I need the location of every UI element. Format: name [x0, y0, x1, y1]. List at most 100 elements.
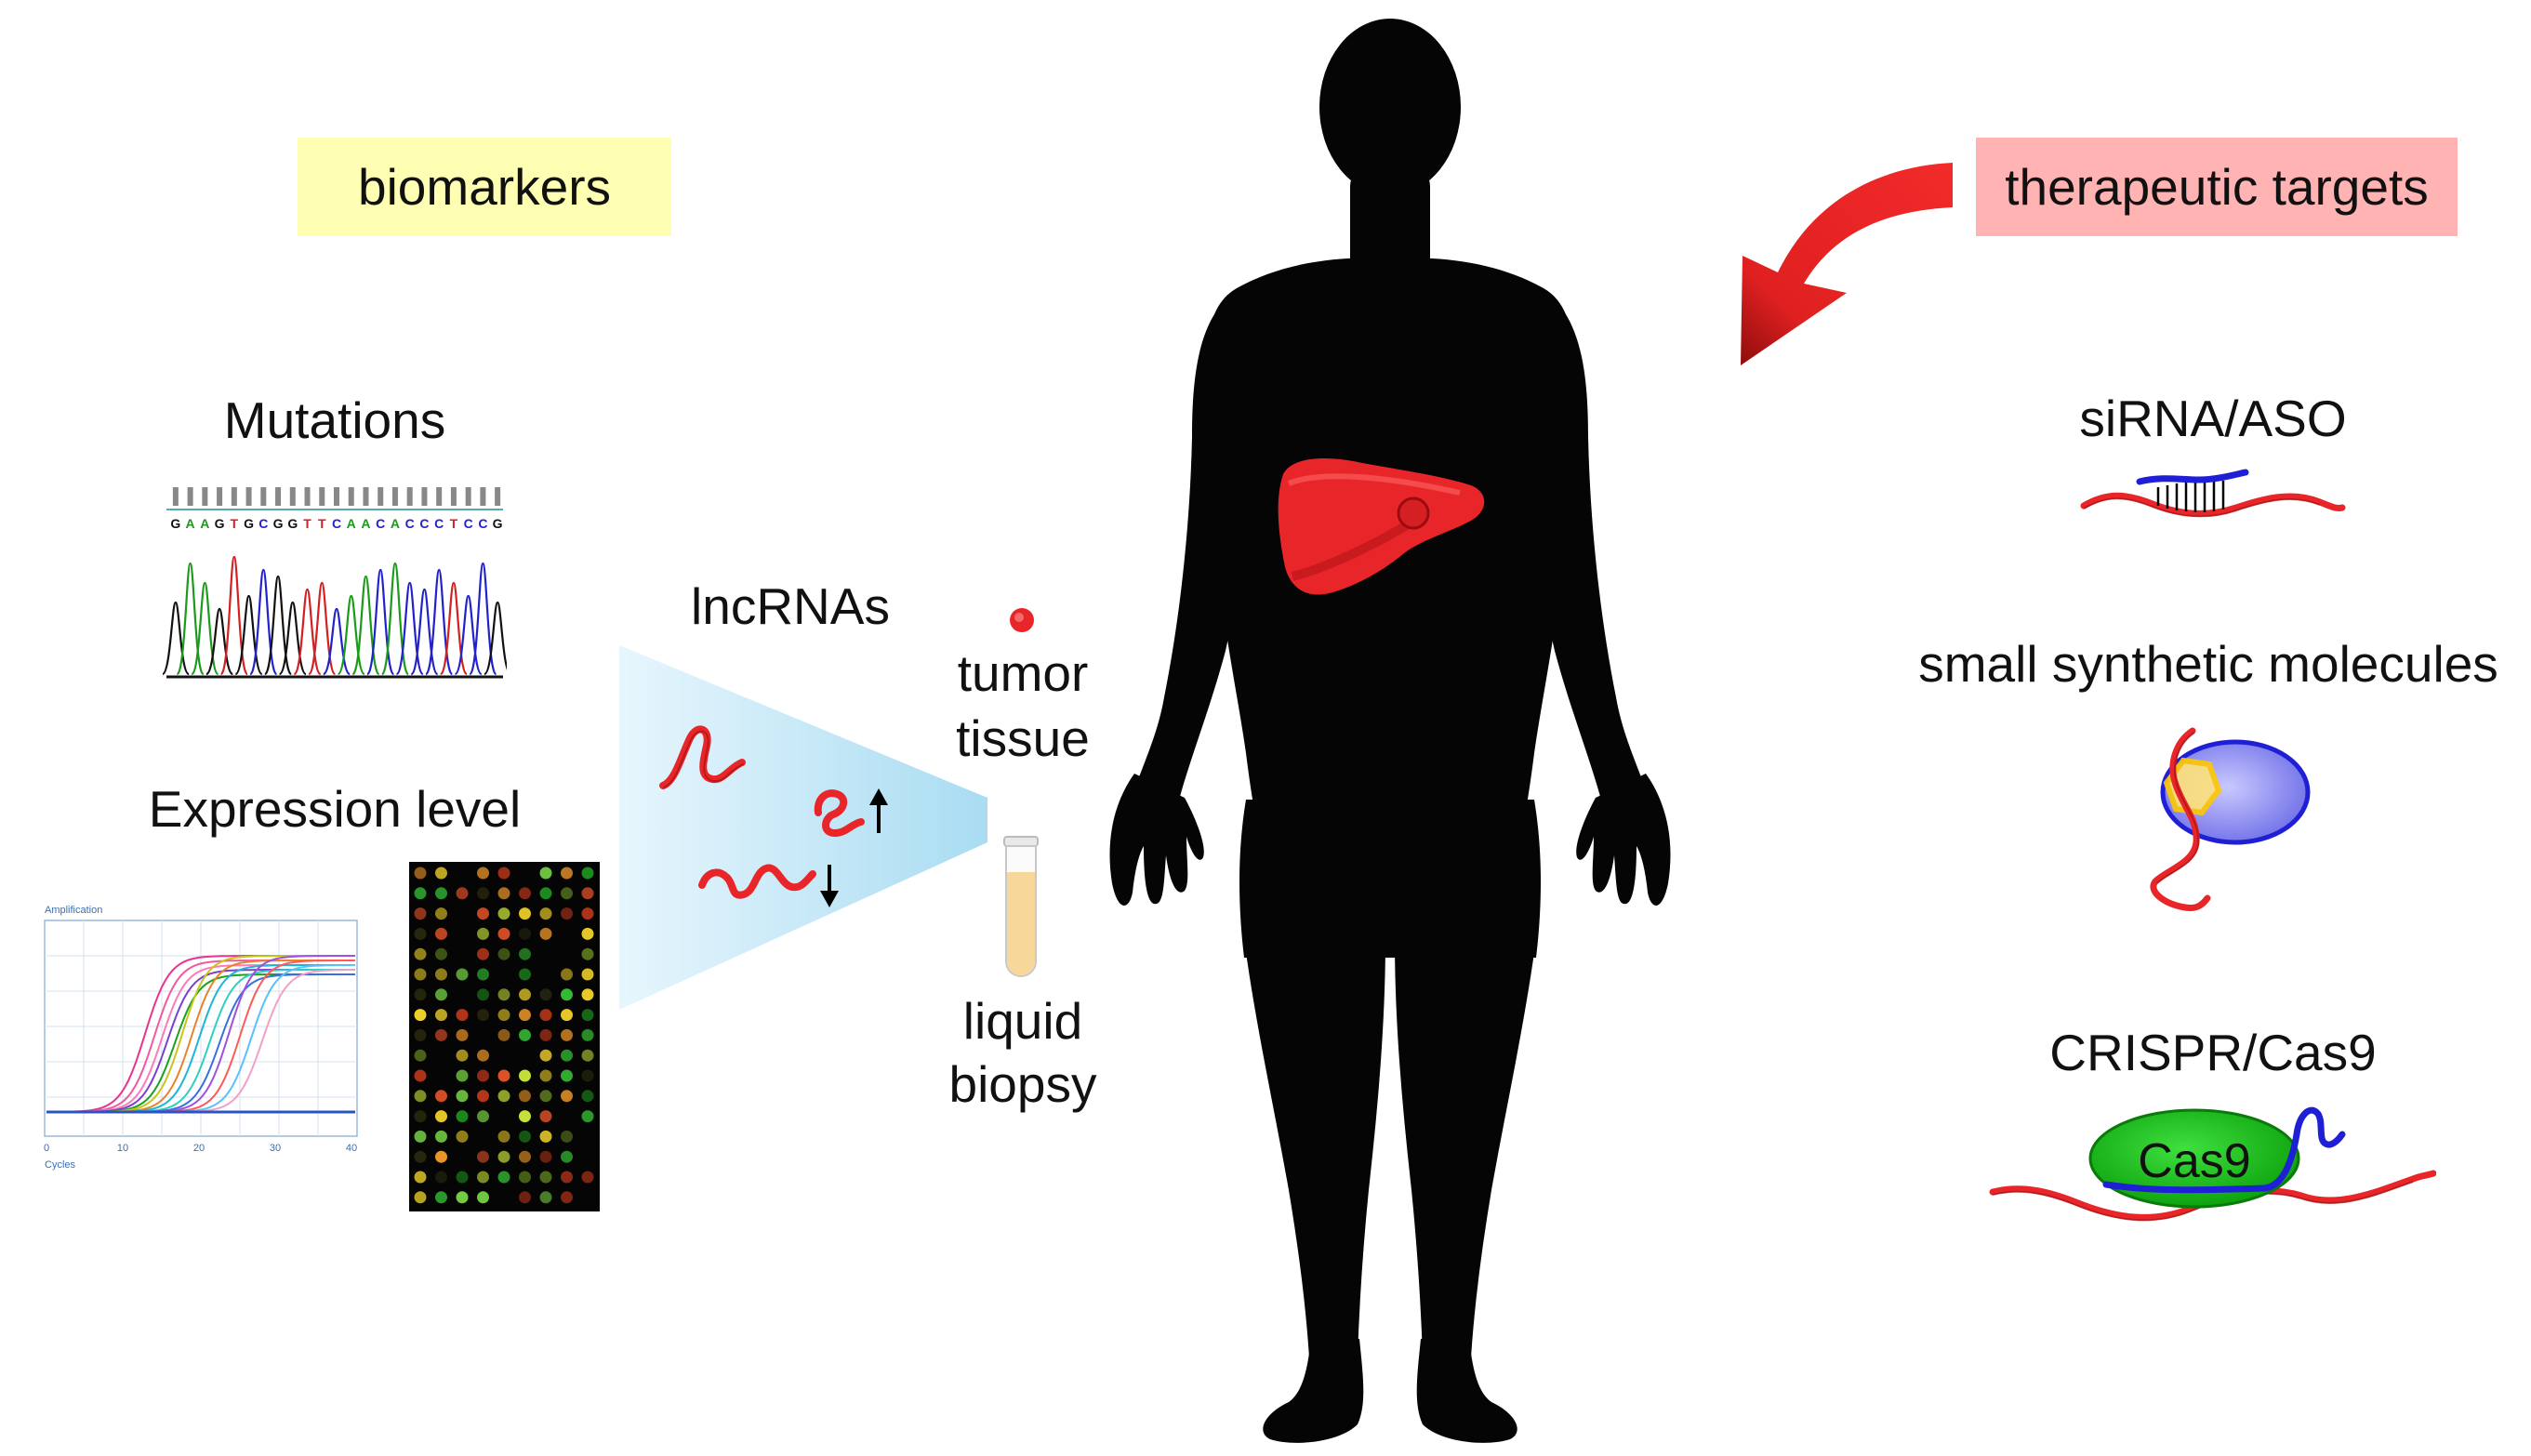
- microarray-spot: [561, 1191, 573, 1204]
- microarray-spot: [456, 887, 469, 900]
- microarray-spot: [561, 1009, 573, 1022]
- microarray-spot: [435, 1150, 447, 1163]
- chromatogram-tick: [436, 487, 443, 506]
- sequence-base: C: [434, 516, 444, 531]
- microarray-spot: [477, 1171, 489, 1184]
- microarray-spot: [414, 1069, 427, 1082]
- microarray-spot: [414, 887, 427, 900]
- qpcr-tick-label: 40: [346, 1143, 357, 1154]
- tumor-tissue-line-2: tissue: [956, 709, 1090, 767]
- microarray-spot: [561, 1049, 573, 1062]
- microarray-spot: [539, 867, 552, 880]
- microarray-spot: [435, 988, 447, 1001]
- chromatogram-tick: [245, 487, 252, 506]
- sequence-base: G: [273, 516, 284, 531]
- microarray-spot: [539, 1150, 552, 1163]
- liquid-biopsy-line-1: liquid: [962, 992, 1083, 1050]
- microarray-spot: [435, 1090, 447, 1103]
- microarray-spot: [477, 1090, 489, 1103]
- chromatogram-tick: [275, 487, 282, 506]
- microarray-spot: [561, 1069, 573, 1082]
- chromatogram-tick: [260, 487, 267, 506]
- microarray-spot: [519, 1150, 531, 1163]
- microarray-spot: [561, 1130, 573, 1143]
- chromatogram-tick: [187, 487, 193, 506]
- microarray-spot: [477, 1191, 489, 1204]
- microarray-spot: [539, 1028, 552, 1041]
- microarray-spot: [539, 1009, 552, 1022]
- chromatogram-peak: [176, 562, 205, 676]
- microarray-spot: [539, 1191, 552, 1204]
- microarray-spot: [561, 887, 573, 900]
- microarray-spot: [435, 1009, 447, 1022]
- chromatogram-tick: [391, 487, 398, 506]
- microarray-spot: [561, 1171, 573, 1184]
- chromatogram-tick: [378, 487, 384, 506]
- microarray-spot: [561, 1090, 573, 1103]
- sequence-base: A: [200, 516, 209, 531]
- microarray-spot: [519, 907, 531, 920]
- microarray-spot: [539, 887, 552, 900]
- microarray-spot: [456, 1110, 469, 1123]
- microarray-spot: [497, 907, 510, 920]
- microarray-spot: [414, 968, 427, 981]
- microarray-spot: [477, 1110, 489, 1123]
- chromatogram-peak: [163, 601, 191, 676]
- microarray-spot: [561, 988, 573, 1001]
- lncrnas-title: lncRNAs: [691, 577, 890, 635]
- chromatogram-tick: [480, 487, 486, 506]
- sequence-base: C: [332, 516, 341, 531]
- microarray-spot: [414, 927, 427, 940]
- qpcr-tick-label: 10: [117, 1143, 128, 1154]
- qpcr-title: Amplification: [45, 905, 102, 916]
- microarray-spot: [477, 867, 489, 880]
- sirna-aso-icon: [2080, 469, 2346, 518]
- sequence-base: G: [287, 516, 298, 531]
- microarray-spot: [581, 1009, 594, 1022]
- microarray-spot: [435, 947, 447, 960]
- chromatogram-tick: [421, 487, 428, 506]
- microarray-spot: [519, 1110, 531, 1123]
- microarray-spot: [456, 1049, 469, 1062]
- microarray-spot: [561, 968, 573, 981]
- expression-title: Expression level: [148, 780, 522, 838]
- microarray-spot: [456, 968, 469, 981]
- microarray-spot: [539, 927, 552, 940]
- microarray-spot: [519, 1028, 531, 1041]
- microarray-spot: [561, 1028, 573, 1041]
- microarray-spot: [435, 867, 447, 880]
- chromatogram-tick: [363, 487, 369, 506]
- microarray-spot: [435, 1130, 447, 1143]
- sirna-aso-title: siRNA/ASO: [2079, 390, 2347, 447]
- microarray-spot: [561, 907, 573, 920]
- microarray-spot: [519, 988, 531, 1001]
- curved-arrow-icon: [1741, 163, 1953, 365]
- microarray-spot: [456, 1191, 469, 1204]
- microarray-spot: [519, 1090, 531, 1103]
- microarray-spot: [456, 1009, 469, 1022]
- microarray-spot: [539, 1130, 552, 1143]
- microarray-spot: [581, 1110, 594, 1123]
- microarray-spot: [519, 1130, 531, 1143]
- microarray-spot: [414, 1171, 427, 1184]
- lncrna-cone: [619, 645, 987, 1010]
- microarray-spot: [539, 907, 552, 920]
- qpcr-tick-label: 20: [193, 1143, 205, 1154]
- liver-icon: [1278, 458, 1485, 595]
- chromatogram-tick: [450, 487, 457, 506]
- sequence-base: T: [303, 516, 311, 531]
- microarray-spot: [414, 1110, 427, 1123]
- microarray-spot: [539, 1110, 552, 1123]
- microarray-spot: [581, 867, 594, 880]
- microarray-spot: [539, 988, 552, 1001]
- sequence-base: T: [231, 516, 239, 531]
- therapeutic-targets-label: therapeutic targets: [2005, 158, 2429, 216]
- microarray-spot: [414, 947, 427, 960]
- chromatogram-peak: [469, 562, 497, 676]
- microarray-spot: [497, 1090, 510, 1103]
- microarray-spot: [414, 867, 427, 880]
- chromatogram-tick: [406, 487, 413, 506]
- lncrna-squiggle-1: [659, 725, 746, 789]
- biomarkers-label: biomarkers: [357, 158, 612, 216]
